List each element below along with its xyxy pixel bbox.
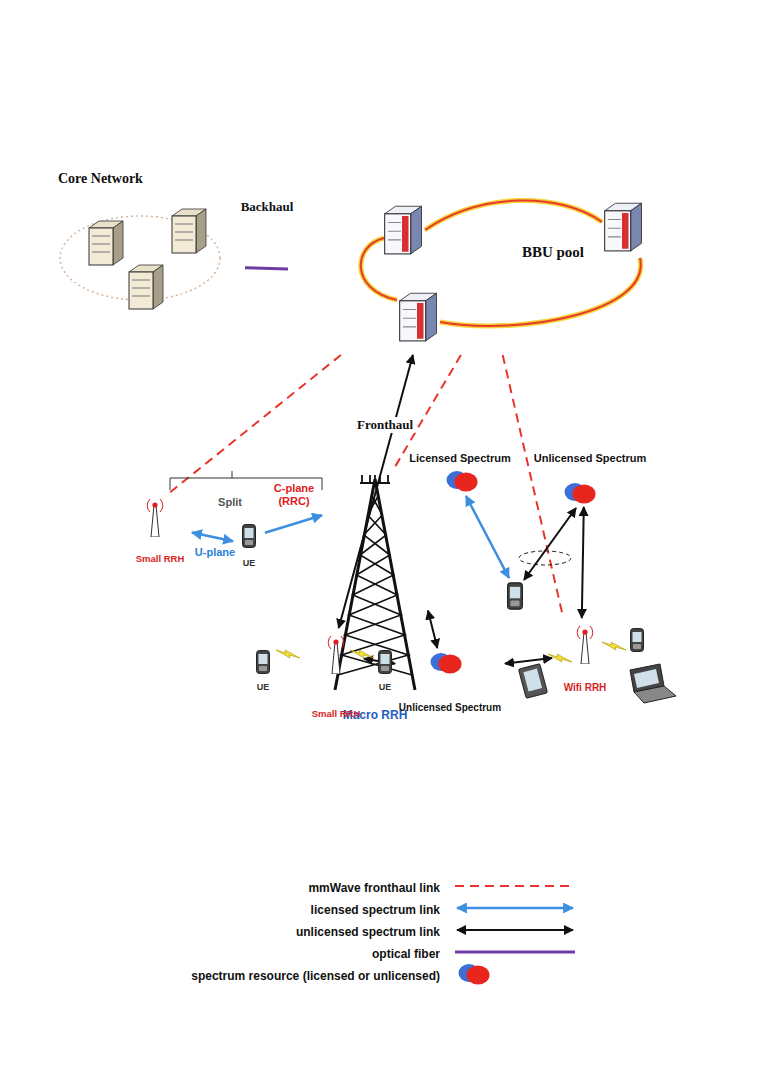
purple-link (245, 268, 288, 269)
legend-row: unlicensed spectrum link (0, 922, 440, 940)
macro-tower (335, 475, 415, 690)
edge-label: C-plane (RRC) (266, 482, 322, 508)
edge-label: U-plane (190, 546, 240, 559)
small-cell: SplitSmall RRH UE (118, 468, 350, 578)
node-label: Unlicensed Spectrum (534, 452, 646, 465)
spectrum-icon (447, 471, 478, 492)
backhaul-ellipse: Backhaul (236, 197, 299, 300)
node-label: Fronthaul (355, 417, 415, 433)
spectrum-resource: Licensed Spectrum (400, 452, 520, 502)
mobile-phone (508, 583, 523, 609)
radio-bolt (276, 650, 300, 658)
black-link (505, 658, 552, 664)
node-label: UE (257, 682, 270, 693)
node-label: Backhaul (239, 199, 296, 215)
blue-link (192, 533, 233, 542)
right-building (560, 492, 706, 640)
node-label: Unlicensed Spectrum (399, 702, 501, 714)
legend-row: licensed spectrum link (0, 900, 440, 918)
legend-text: mmWave fronthaul link (308, 881, 440, 895)
legend-row: optical fiber (0, 944, 440, 962)
radio-bolt (350, 650, 374, 658)
node-label: Licensed Spectrum (409, 452, 510, 465)
unlicensed-link (524, 508, 576, 580)
node-label: Wifi RRH (564, 682, 607, 694)
macro-rrh: Macro RRH (322, 470, 428, 725)
node-label: UE (243, 558, 256, 569)
legend-text: spectrum resource (licensed or unlicense… (191, 969, 440, 983)
core-servers (60, 209, 220, 309)
node-label: UE (379, 682, 392, 693)
black-link (582, 507, 584, 618)
ue-phone (243, 525, 256, 548)
node-label: Small RRH (312, 708, 361, 719)
legend-text: optical fiber (372, 947, 440, 961)
legend-row: mmWave fronthaul link (0, 878, 440, 896)
wifi-rrh: Wifi RRH (552, 618, 618, 702)
laptop (630, 664, 676, 703)
small-rrh: Small RRH (308, 628, 364, 726)
bbu-pool-cloud: BBU pool (288, 165, 713, 355)
wifi-antenna (577, 626, 593, 664)
user-equipment: UE (233, 520, 265, 572)
blue-link (265, 515, 322, 533)
legend-text: licensed spectrum link (311, 903, 440, 917)
black-link (339, 355, 413, 628)
node-label: BBU pool (522, 243, 584, 261)
ue-phone (257, 651, 270, 674)
legend-text: unlicensed spectrum link (296, 925, 440, 939)
radio-bolt (548, 654, 572, 662)
spectrum-icon (431, 653, 462, 674)
licensed-link (466, 496, 509, 578)
red-link (167, 355, 341, 495)
small-cell: UE UE Small RRH (225, 618, 447, 730)
node-label: Core Network (58, 171, 143, 188)
ue-phone (379, 651, 392, 674)
coverage-area (23, 438, 747, 802)
black-link (428, 611, 437, 648)
node-label: Split (218, 496, 242, 509)
wifi-phone (631, 629, 644, 652)
radio-bolt (602, 642, 626, 650)
bbu-pool-cloud-shape (288, 165, 713, 355)
fronthaul-ellipse: Fronthaul (278, 410, 492, 442)
core-network-cloud: Core Network (40, 165, 245, 330)
red-link (503, 355, 564, 618)
small-rrh: Small RRH (128, 495, 192, 575)
wifi-leader (530, 600, 560, 620)
dashed-ring (519, 551, 571, 565)
small-rrh-antenna (147, 499, 163, 537)
legend-samples (455, 886, 575, 985)
left-buildings (67, 574, 238, 700)
core-network-cloud-shape (40, 165, 245, 330)
node-label: Small RRH (136, 553, 185, 564)
wifi-cell (504, 614, 720, 730)
bbu-servers (361, 200, 642, 341)
tablet (518, 664, 547, 699)
legend-row: spectrum resource (licensed or unlicense… (0, 966, 440, 984)
spectrum-icon (565, 483, 596, 504)
spectrum-resource: Unlicensed Spectrum (530, 452, 650, 507)
small-rrh-antenna (328, 636, 344, 674)
spectrum-resource: Unlicensed Spectrum (395, 648, 505, 718)
